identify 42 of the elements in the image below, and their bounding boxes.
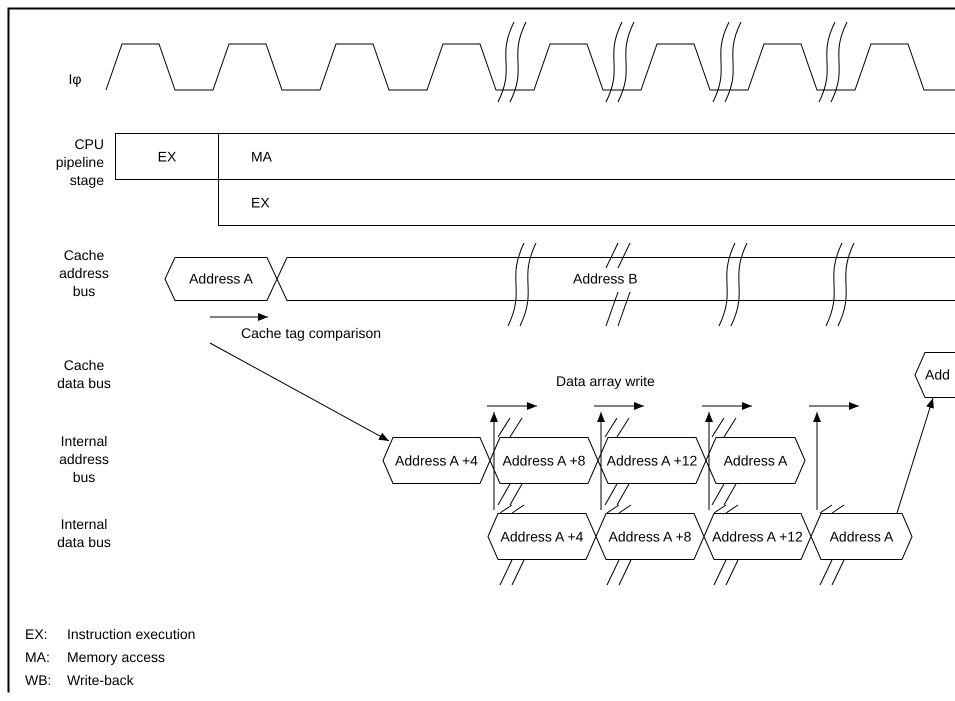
bus-value-text: Address B xyxy=(573,270,638,288)
legend-abbreviation: MA: xyxy=(25,648,51,666)
signal-name: Iφ xyxy=(68,70,82,88)
stage-name: EX xyxy=(156,148,178,165)
pipeline-stage-box xyxy=(218,180,955,226)
stage-name: MA xyxy=(251,148,272,165)
stage-name: EX xyxy=(251,194,270,211)
legend-description: Instruction execution xyxy=(67,625,196,643)
legend-abbreviation: EX: xyxy=(25,625,49,643)
signal-name: CPU pipeline stage xyxy=(54,135,104,189)
bus-value-hexagon xyxy=(706,437,805,484)
arrow xyxy=(210,342,390,442)
bus-value-text: Address A +8 xyxy=(608,528,692,545)
bus-value-text: Add xyxy=(925,366,950,384)
bus-value-text: Address A xyxy=(828,528,894,545)
arrow xyxy=(896,398,934,514)
signal-name: Internal data bus xyxy=(56,515,112,551)
bus-value-text: Address A xyxy=(722,452,788,469)
annotation-text: Cache tag comparison xyxy=(241,324,382,342)
bus-value-hexagon xyxy=(704,513,811,560)
bus-value-hexagon xyxy=(383,437,490,484)
legend-description: Memory access xyxy=(67,648,166,666)
legend-abbreviation: WB: xyxy=(25,671,52,689)
bus-value-hexagon xyxy=(488,513,596,560)
signal-name: Cache data bus xyxy=(56,356,112,392)
bus-value-text: Address A +8 xyxy=(502,452,586,469)
bus-value-text: Address A +12 xyxy=(606,452,698,469)
bus-value-text: Address A xyxy=(188,270,254,288)
legend-description: Write-back xyxy=(67,671,135,689)
annotation-text: Data array write xyxy=(556,372,656,390)
bus-value-text: Address A +4 xyxy=(394,452,479,469)
bus-value-hexagon xyxy=(598,437,706,484)
bus-value-hexagon xyxy=(165,257,277,301)
signal-name: Internal address bus xyxy=(58,432,110,486)
bus-value-hexagon xyxy=(490,437,598,484)
bus-value-text: Address A +4 xyxy=(500,528,584,545)
signal-name: Cache address bus xyxy=(58,246,110,300)
bus-value-hexagon xyxy=(596,513,704,560)
bus-value-hexagon xyxy=(811,513,912,560)
pipeline-stage-box xyxy=(115,133,218,180)
pipeline-stage-box xyxy=(218,133,955,180)
bus-value-text: Address A +12 xyxy=(712,528,803,545)
